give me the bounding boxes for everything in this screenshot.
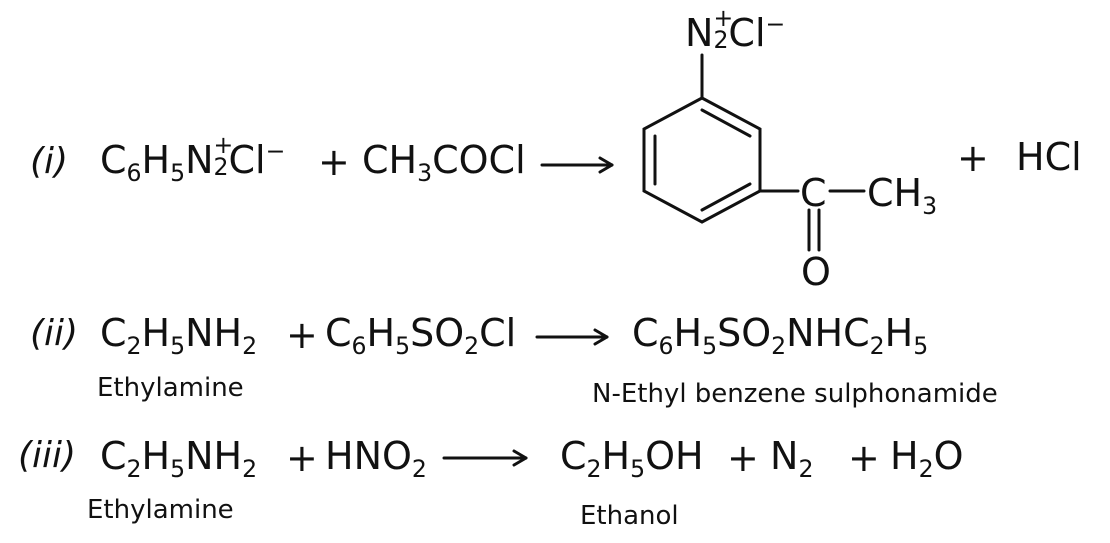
reaction-2-reactant-benzenesulphonyl-chloride: C6H5SO2Cl xyxy=(325,311,517,360)
reaction-2-arrow xyxy=(535,328,609,346)
reaction-3-plus-2: + xyxy=(727,436,759,480)
reaction-3-plus-3: + xyxy=(848,436,880,480)
reaction-3-reactant-ethylamine: C2H5NH2 xyxy=(100,434,258,483)
reaction-1-reactant-benzenediazonium-chloride: C6H5N+22Cl− xyxy=(100,130,286,187)
reaction-3-reactant-nitrous-acid: HNO2 xyxy=(325,434,427,483)
reaction-2-number: (ii) xyxy=(30,313,79,354)
reaction-2-reactant-ethylamine: C2H5NH2 xyxy=(100,311,258,360)
reaction-3-product-ethanol: C2H5OH xyxy=(560,434,704,483)
ring-carbonyl-oxygen: O xyxy=(801,250,831,294)
reaction-2-product-name: N-Ethyl benzene sulphonamide xyxy=(592,379,998,409)
reaction-3-product-nitrogen: N2 xyxy=(770,434,814,483)
reaction-1-plus-2: + xyxy=(957,136,989,180)
reaction-3-reactant-name: Ethylamine xyxy=(87,495,234,525)
reaction-3-number: (iii) xyxy=(18,435,77,476)
reaction-3-arrow xyxy=(442,449,528,467)
ring-carbonyl-carbon: C xyxy=(800,171,827,215)
reaction-1-byproduct-hcl: HCl xyxy=(1016,135,1082,179)
reaction-1-arrow xyxy=(540,156,614,174)
reaction-1-reactant-acetyl-chloride: CH3COCl xyxy=(362,138,526,187)
reaction-2-product-sulphonamide: C6H5SO2NHC2H5 xyxy=(632,311,929,360)
reaction-1-number: (i) xyxy=(30,141,69,182)
reaction-2-plus: + xyxy=(286,313,318,357)
reaction-3-product-water: H2O xyxy=(890,434,964,483)
ring-methyl-group: CH3 xyxy=(867,171,938,220)
reaction-3-plus-1: + xyxy=(286,436,318,480)
ring-double-bond-2 xyxy=(700,182,752,212)
reaction-3-product-name: Ethanol xyxy=(580,501,679,531)
reaction-1-plus-1: + xyxy=(318,140,350,184)
reaction-2-reactant-name: Ethylamine xyxy=(97,373,244,403)
benzene-ring xyxy=(642,96,762,224)
ring-double-bond-1 xyxy=(700,108,752,138)
ring-diazonium-group: N+22Cl− xyxy=(685,3,786,55)
